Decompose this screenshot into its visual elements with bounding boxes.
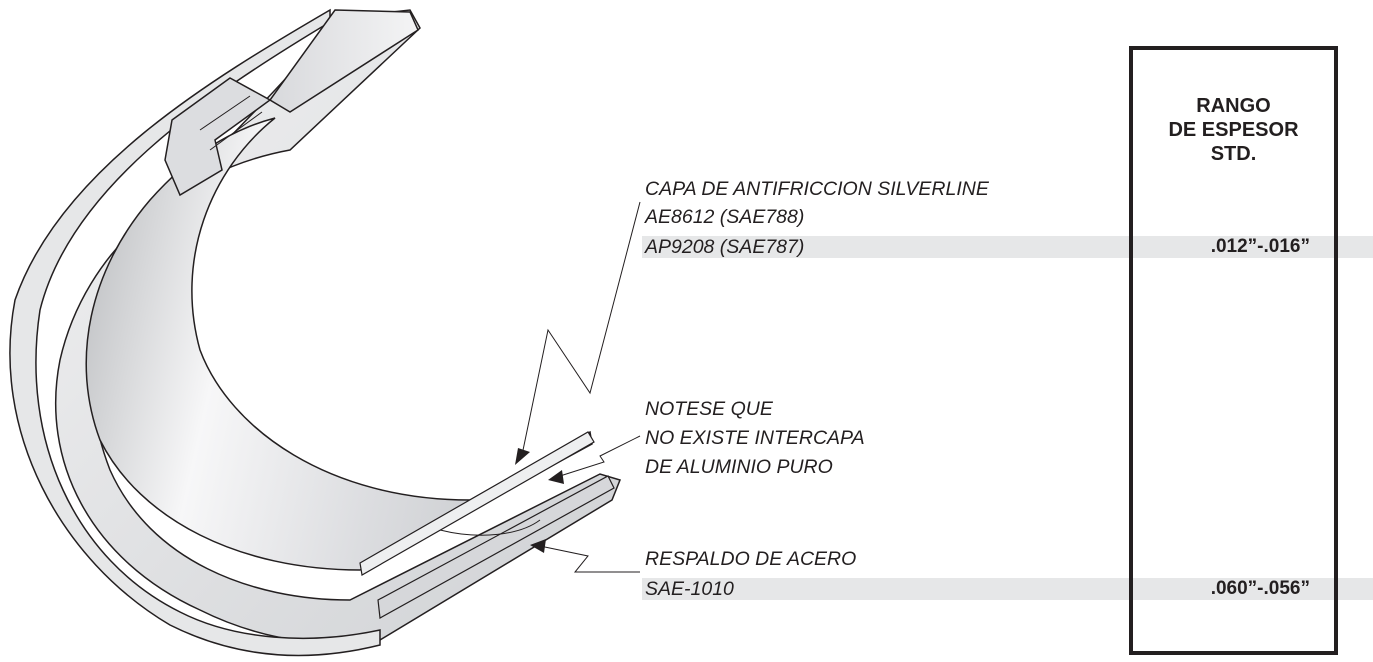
backing-row-band xyxy=(642,578,1373,600)
bearing-top-edge xyxy=(268,9,419,113)
backing-spec: SAE-1010 xyxy=(645,578,734,600)
bearing-back-rim xyxy=(9,8,381,657)
antifriction-row-band xyxy=(642,236,1373,258)
note-line-2: NO EXISTE INTERCAPA xyxy=(645,427,865,449)
locating-lug xyxy=(164,77,272,197)
leader-arrowheads xyxy=(515,448,564,553)
bearing-inner-bore xyxy=(85,117,593,571)
header-line-1: RANGO xyxy=(1196,95,1271,117)
leader-lines xyxy=(521,201,641,573)
antifriction-layer-title: CAPA DE ANTIFRICCION SILVERLINE xyxy=(645,178,989,200)
header-line-2: DE ESPESOR xyxy=(1168,119,1299,141)
backing-title: RESPALDO DE ACERO xyxy=(645,548,857,570)
antifriction-layer-edge xyxy=(359,431,595,576)
header-line-3: STD. xyxy=(1210,143,1257,165)
antifriction-thickness-value: .012”-.016” xyxy=(1210,236,1310,257)
backing-thickness-value: .060”-.056” xyxy=(1210,578,1310,599)
thickness-range-box xyxy=(1129,46,1338,655)
note-line-3: DE ALUMINIO PURO xyxy=(645,456,833,478)
note-line-1: NOTESE QUE xyxy=(645,398,773,420)
antifriction-alloy-b: AP9208 (SAE787) xyxy=(645,236,805,258)
antifriction-alloy-a: AE8612 (SAE788) xyxy=(645,206,805,228)
steel-backing-edge xyxy=(377,475,615,619)
